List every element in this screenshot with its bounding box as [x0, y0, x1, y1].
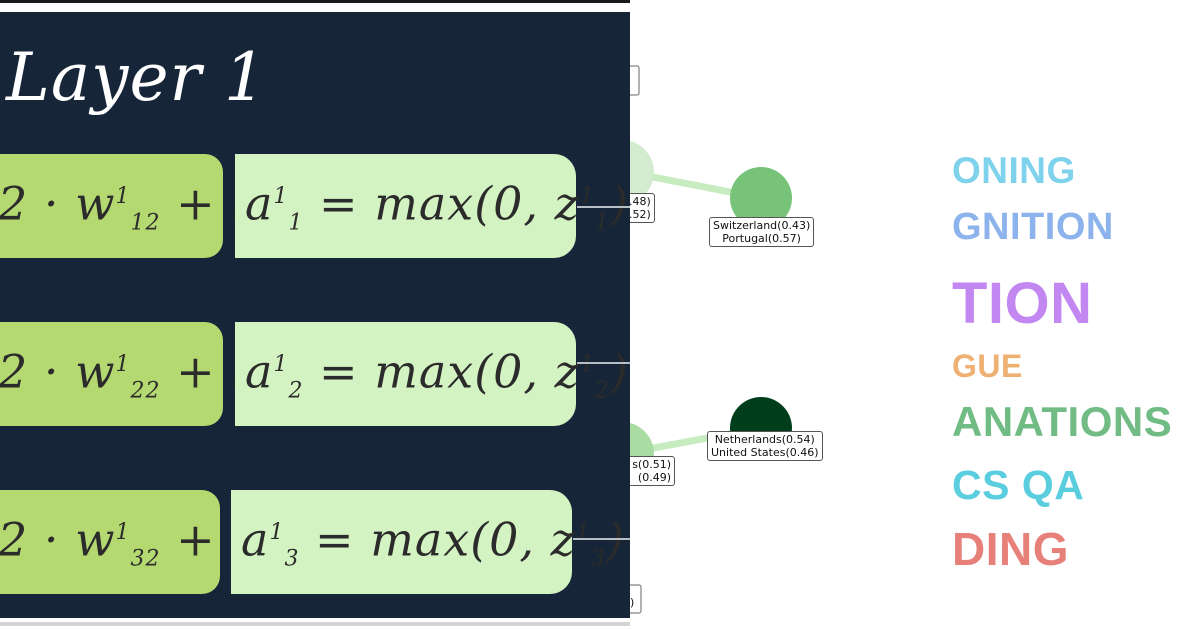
word-item-2: GNITION: [952, 206, 1114, 248]
w-subscript: 22: [130, 378, 161, 404]
word-item-5: ANATIONS: [952, 398, 1173, 445]
word-item-7: DING: [952, 523, 1069, 575]
a-subscript: 1: [288, 210, 304, 236]
graph-canvas: [630, 65, 792, 614]
z-superscript: 1: [579, 352, 595, 378]
z-equation-box-1: 2 · w112 + b11: [0, 154, 291, 258]
layer-slide: Layer 1 2 · w112 + b11 a11 = max(0, z11)…: [0, 0, 630, 626]
node-label-line: (0.49): [637, 471, 671, 484]
z-term: 2 · w: [0, 176, 116, 231]
partial-label-box-bottom: [630, 584, 642, 614]
node-label-netherlands: Netherlands(0.54) United States(0.46): [707, 431, 823, 461]
z-subscript: 1: [594, 210, 610, 236]
a-symbol: a: [241, 512, 270, 567]
node-label-line: Switzerland(0.43): [713, 219, 811, 232]
connector-line-2: [577, 362, 630, 364]
w-subscript: 12: [130, 210, 161, 236]
z-term: 2 · w: [0, 344, 116, 399]
close-paren: ): [609, 344, 629, 399]
task-word-list: ONING GNITION TION GUE ANATIONS CS QA DI…: [952, 0, 1200, 630]
graph-node-top-left: [630, 141, 654, 203]
z-equation-box-2: 2 · w122 + b12: [0, 322, 291, 426]
node-label-line: 0.48): [630, 195, 651, 208]
z-term: 2 · w: [0, 512, 116, 567]
a-subscript: 2: [288, 378, 304, 404]
partial-label-box-top: [630, 65, 640, 96]
node-label-line: s(0.51): [632, 458, 671, 471]
graph-node-switzerland: [730, 167, 792, 229]
relu-text: = max(0, z: [299, 512, 576, 567]
z-superscript: 1: [575, 520, 591, 546]
close-paren: ): [609, 176, 629, 231]
a-superscript: 1: [273, 184, 289, 210]
z-subscript: 2: [594, 378, 610, 404]
partial-label-text-bottom: ): [630, 596, 635, 609]
activation-box-2: a12 = max(0, z12): [235, 322, 628, 426]
layer-title: Layer 1: [6, 39, 268, 116]
word-item-6: CS QA: [952, 462, 1085, 508]
node-label-line: 0.52): [630, 208, 651, 221]
connector-line-3: [573, 538, 630, 540]
w-superscript: 1: [115, 520, 131, 546]
activation-box-1: a11 = max(0, z11): [235, 154, 628, 258]
relu-text: = max(0, z: [303, 344, 580, 399]
connector-line-1: [577, 206, 630, 208]
z-superscript: 1: [579, 184, 595, 210]
top-border: [0, 0, 630, 3]
activation-equation-1: a11 = max(0, z11): [245, 176, 629, 235]
a-superscript: 1: [273, 352, 289, 378]
a-subscript: 3: [284, 546, 300, 572]
word-item-3: TION: [952, 271, 1093, 336]
word-item-1: ONING: [952, 150, 1076, 191]
node-label-switzerland: Switzerland(0.43) Portugal(0.57): [709, 217, 815, 247]
relu-text: = max(0, z: [303, 176, 580, 231]
node-label-bottom-left: s(0.51) (0.49): [630, 456, 675, 486]
a-symbol: a: [245, 344, 274, 399]
activation-equation-3: a13 = max(0, z13): [241, 512, 625, 571]
w-superscript: 1: [115, 184, 131, 210]
z-subscript: 3: [590, 546, 606, 572]
word-item-4: GUE: [952, 348, 1023, 384]
network-graph: 0.48) 0.52) Switzerland(0.43) Portugal(0…: [630, 0, 950, 630]
w-subscript: 32: [130, 546, 161, 572]
a-superscript: 1: [269, 520, 285, 546]
activation-box-3: a13 = max(0, z13): [231, 490, 624, 594]
node-label-top-left: 0.48) 0.52): [630, 193, 655, 223]
bottom-border: [0, 622, 630, 626]
node-label-line: Netherlands(0.54): [714, 433, 815, 446]
z-equation-box-3: 2 · w132 + b11: [0, 490, 291, 594]
node-label-line: United States(0.46): [711, 446, 819, 459]
activation-equation-2: a12 = max(0, z12): [245, 344, 629, 403]
w-superscript: 1: [115, 352, 131, 378]
a-symbol: a: [245, 176, 274, 231]
node-label-line: Portugal(0.57): [722, 232, 801, 245]
